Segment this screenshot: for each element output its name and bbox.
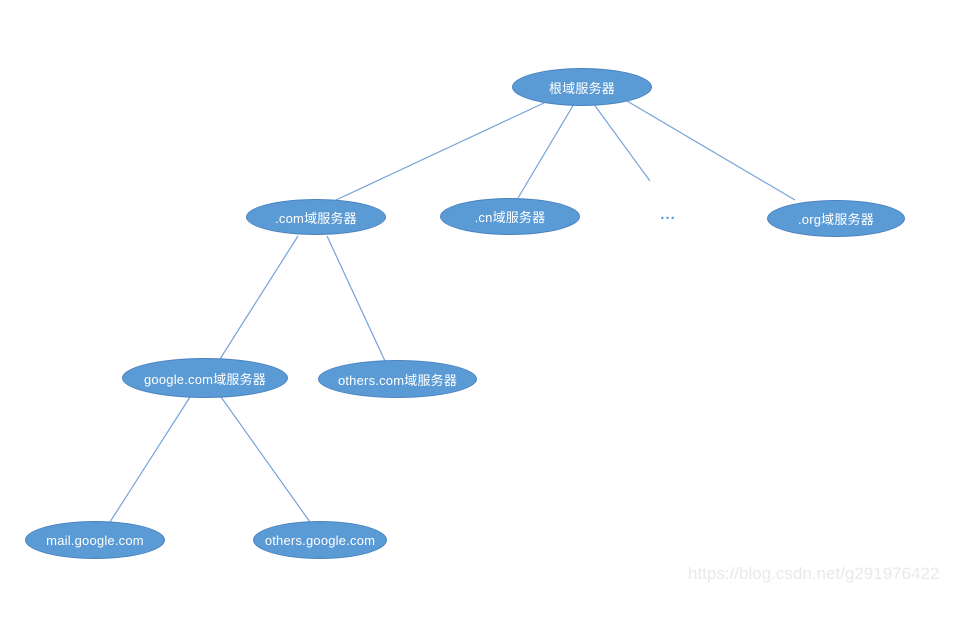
node-cn-server: .cn域服务器 xyxy=(440,198,580,235)
node-google-com-server: google.com域服务器 xyxy=(122,358,288,398)
edge-root-org xyxy=(626,100,796,201)
node-mail-google-com: mail.google.com xyxy=(25,521,165,559)
edge-google-com-others-google xyxy=(220,396,311,523)
node-com-server: .com域服务器 xyxy=(246,199,386,235)
node-others-google-com: others.google.com xyxy=(253,521,387,559)
edge-com-google-com xyxy=(219,235,299,360)
edge-root-com xyxy=(335,101,547,201)
edge-com-others-com xyxy=(326,235,386,362)
node-org-server: .org域服务器 xyxy=(767,200,905,237)
node-others-com-server: others.com域服务器 xyxy=(318,360,477,398)
watermark: https://blog.csdn.net/g291976422 xyxy=(688,564,940,583)
edge-root-ellipsis xyxy=(592,102,651,182)
more-servers-ellipsis: ... xyxy=(660,206,676,223)
node-root-server: 根域服务器 xyxy=(512,68,652,106)
edge-google-com-mail-google xyxy=(109,396,191,523)
edge-root-cn xyxy=(517,103,575,199)
